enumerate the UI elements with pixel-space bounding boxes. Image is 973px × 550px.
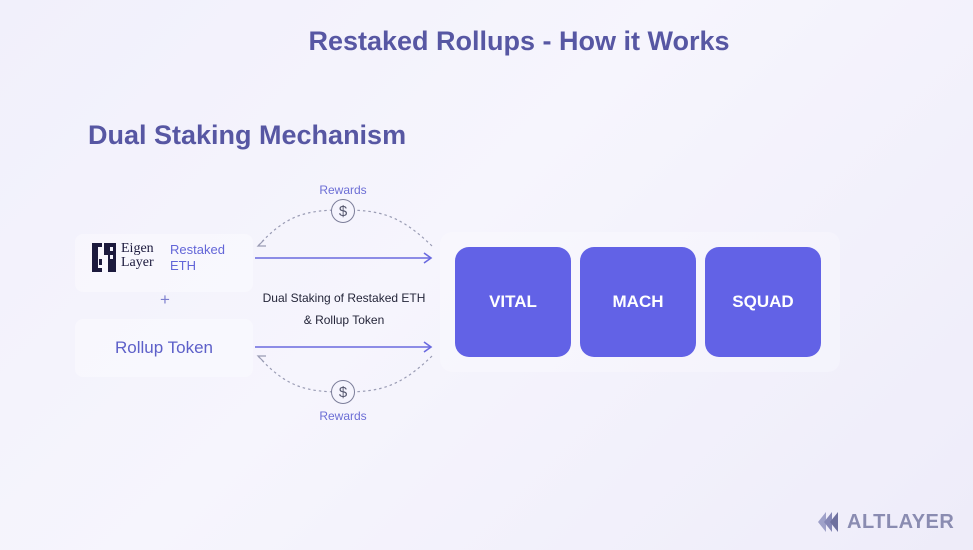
altlayer-wordmark: ALTLAYER	[847, 511, 955, 533]
eigenlayer-wordmark-line1: Eigen	[121, 241, 154, 256]
altlayer-mark-icon	[818, 512, 838, 532]
rollup-token-card	[75, 319, 253, 377]
dollar-coin-icon: $	[331, 199, 355, 223]
plus-sign: +	[160, 290, 170, 309]
dollar-coin-icon: $	[331, 380, 355, 404]
rollup-box-mach: MACH	[580, 247, 696, 357]
rollup-box-vital: VITAL	[455, 247, 571, 357]
dual-staking-line2: & Rollup Token	[303, 313, 385, 327]
rewards-bottom-label: Rewards	[319, 409, 367, 423]
page-title: Restaked Rollups - How it Works	[308, 26, 730, 56]
rollup-box-squad: SQUAD	[705, 247, 821, 357]
eigenlayer-mark-icon	[92, 243, 116, 272]
eigenlayer-wordmark-line2: Layer	[121, 255, 154, 270]
dual-staking-description: Dual Staking of Restaked ETH & Rollup To…	[255, 287, 433, 331]
rewards-bottom-arrowhead	[256, 355, 266, 363]
eigenlayer-logo: Eigen Layer	[92, 242, 161, 273]
restaked-eth-label-line2: ETH	[170, 258, 196, 273]
rollup-token-label: Rollup Token	[115, 338, 213, 357]
section-subtitle: Dual Staking Mechanism	[88, 120, 407, 150]
rewards-top-label: Rewards	[319, 183, 367, 197]
restaked-eth-label: Restaked ETH	[170, 242, 240, 274]
restaked-eth-label-line1: Restaked	[170, 242, 225, 257]
dual-staking-line1: Dual Staking of Restaked ETH	[262, 291, 426, 305]
rollup-token-arrowhead	[423, 341, 433, 353]
eigenlayer-wordmark: Eigen Layer	[121, 242, 161, 270]
restaked-eth-arrowhead	[423, 252, 433, 264]
rewards-top-arrowhead	[256, 239, 266, 247]
